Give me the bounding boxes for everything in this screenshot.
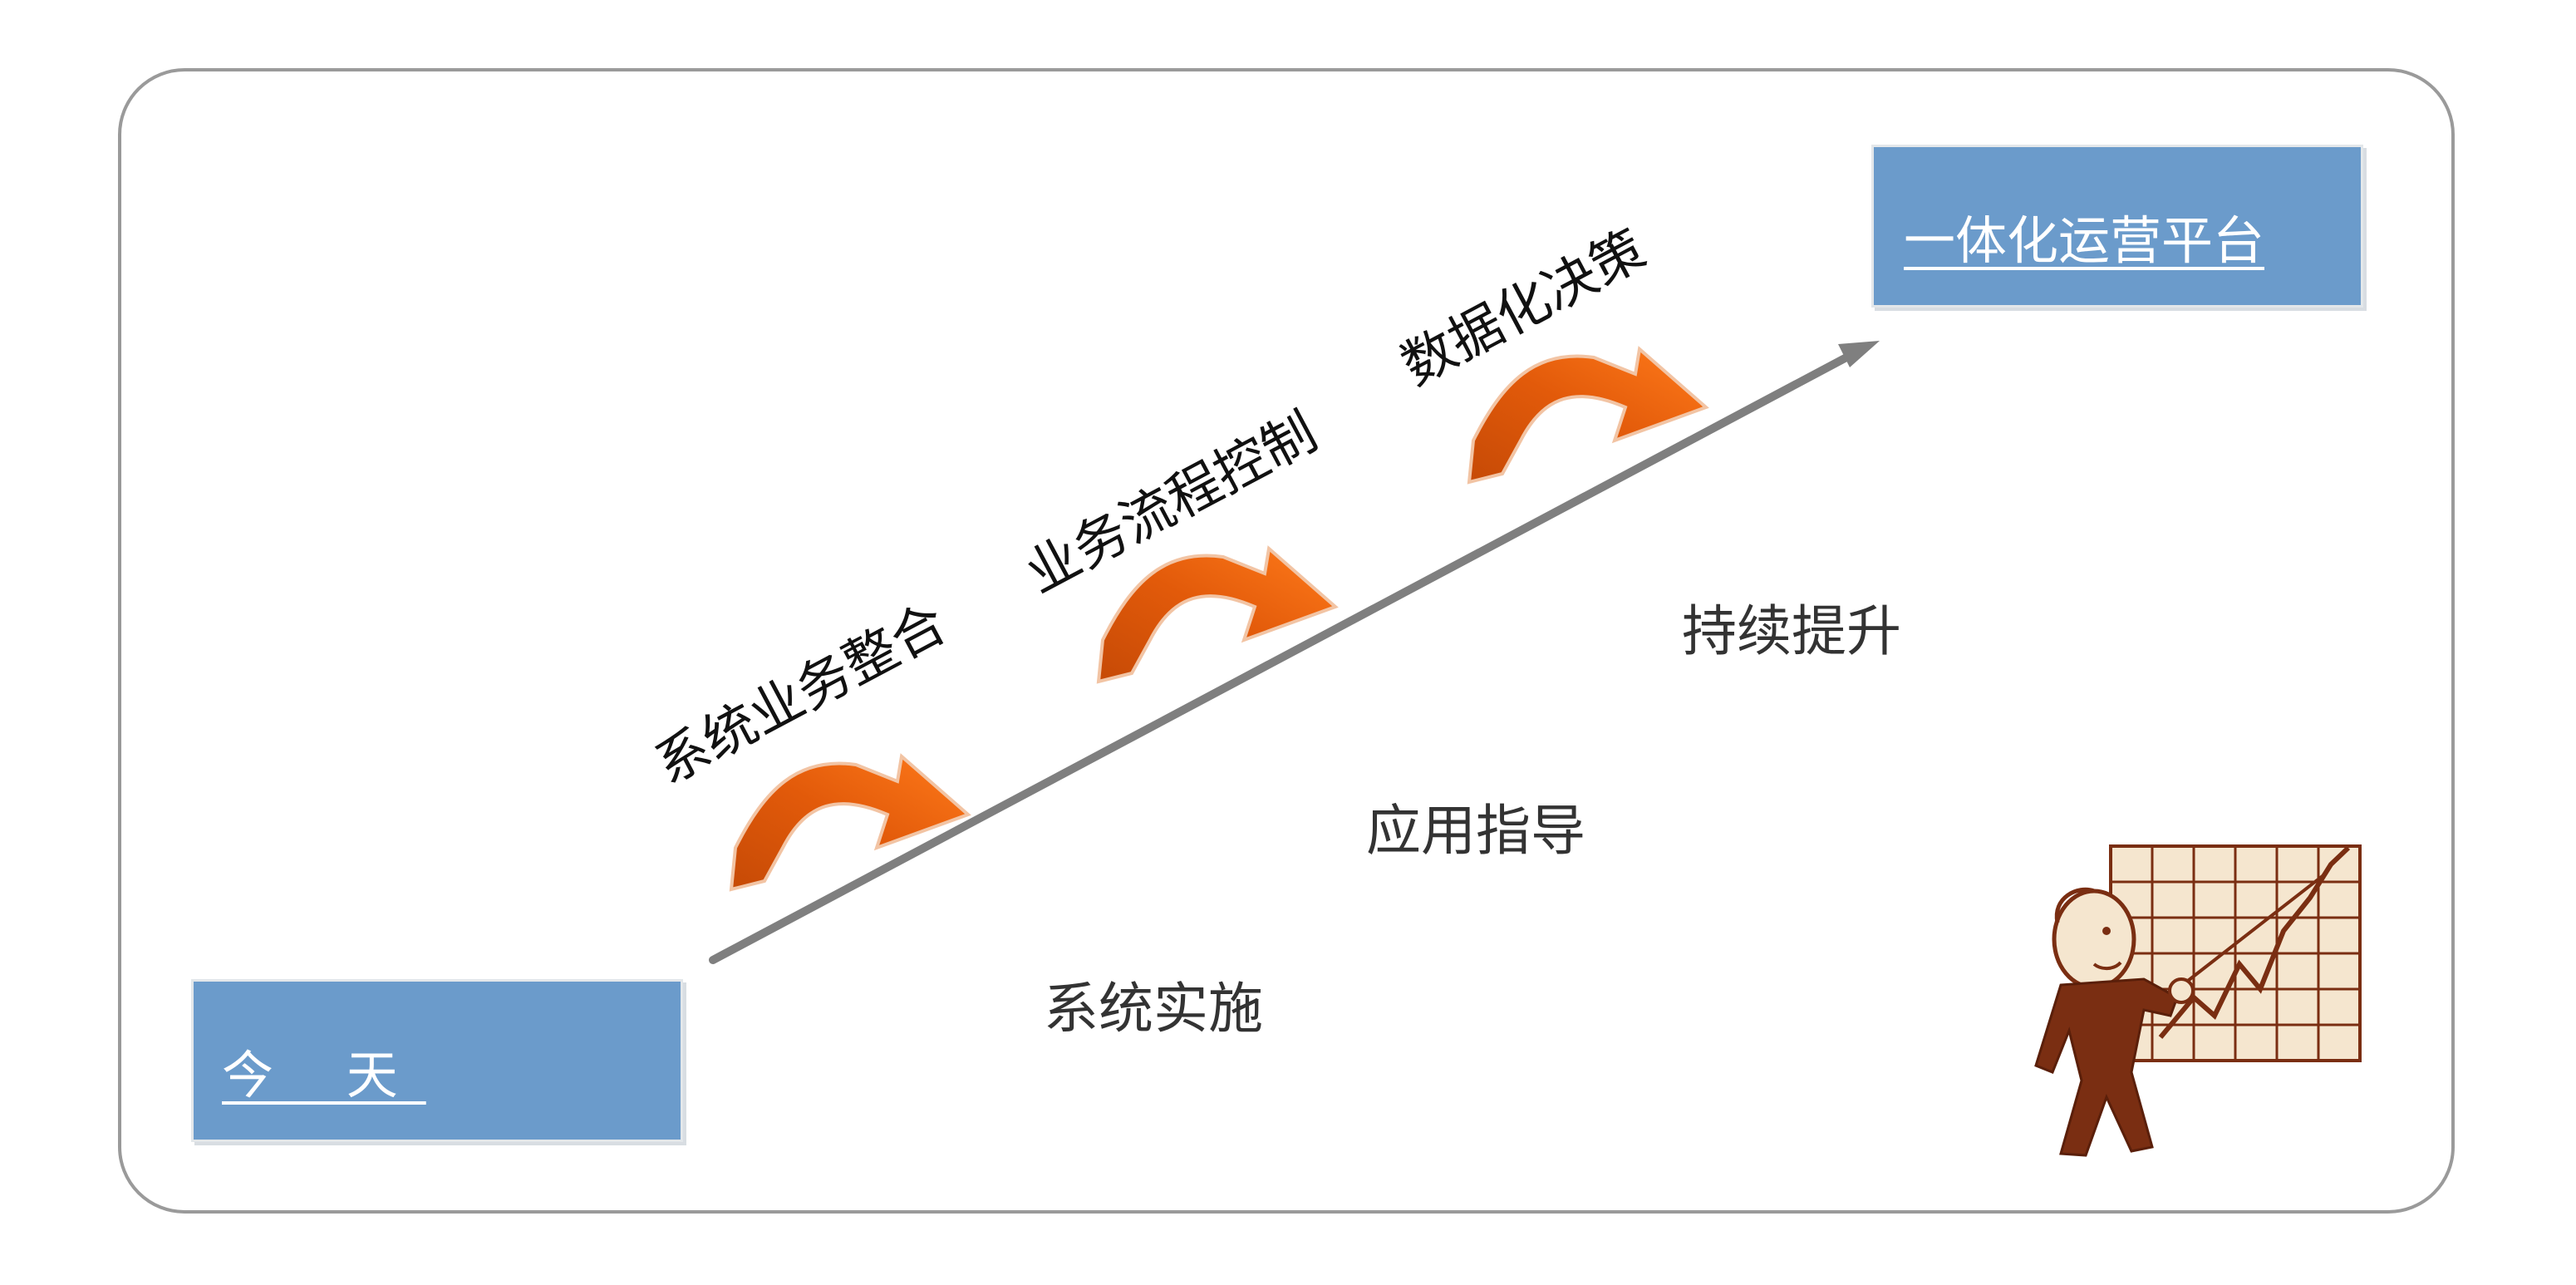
- end-box-label: 一体化运营平台: [1904, 210, 2265, 271]
- level-label-continuous-improvement: 持续提升: [1682, 599, 1901, 663]
- start-box-today: 今 天: [191, 979, 683, 1142]
- start-box-label: 今 天: [222, 1045, 426, 1105]
- curved-arrow-icon: [730, 755, 970, 891]
- curved-arrow-icon: [1097, 547, 1337, 683]
- presenter-chart-illustration: [2034, 844, 2362, 1157]
- level-label-application-guidance: 应用指导: [1366, 799, 1585, 863]
- trend-arrow: [709, 341, 1880, 964]
- curved-arrow-icon: [1467, 347, 1708, 484]
- level-label-system-implementation: 系统实施: [1044, 977, 1263, 1041]
- end-box-platform: 一体化运营平台: [1871, 145, 2363, 308]
